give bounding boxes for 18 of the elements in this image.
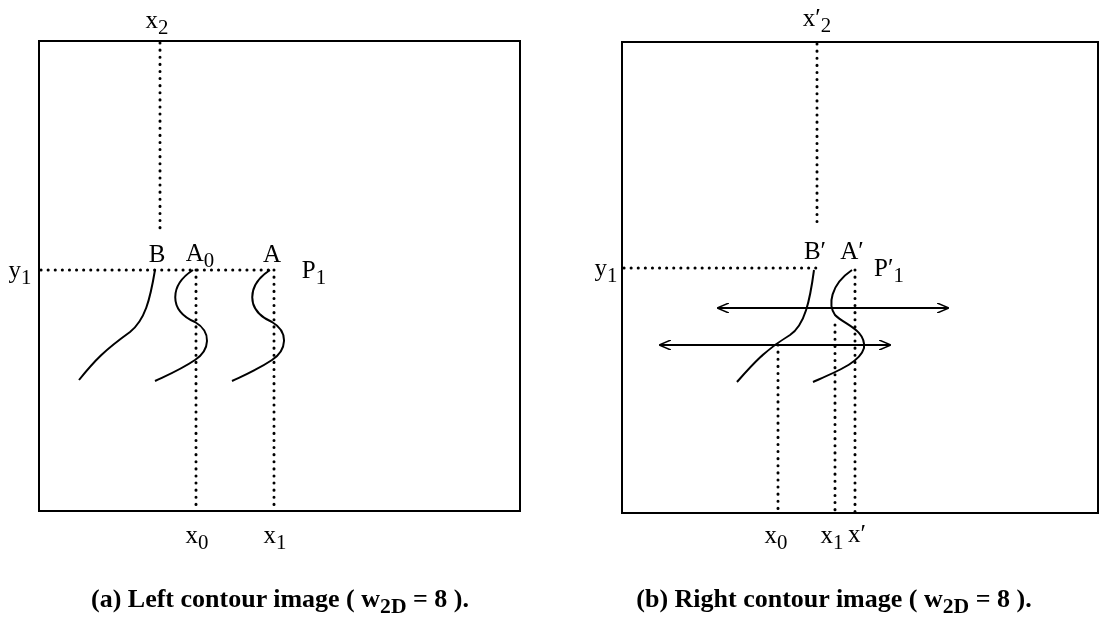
point-label: P′$_{1}$ <box>874 254 904 286</box>
axis-label: x$_{1}$ <box>263 521 287 553</box>
axis-label: x′ <box>848 520 866 546</box>
point-label: B <box>148 240 166 266</box>
axis-label: x$_{1}$ <box>820 521 844 553</box>
point-label: A$_{0}$ <box>185 239 215 271</box>
axis-label: y$_{1}$ <box>8 256 32 288</box>
figure-caption: (a) Left contour image ( w$_{2D}$ = 8 ). <box>91 586 469 618</box>
point-label: B′ <box>803 237 827 263</box>
point-label: P$_{1}$ <box>301 256 327 288</box>
point-label: A′ <box>840 237 864 263</box>
axis-label: x$_{0}$ <box>764 521 788 553</box>
axis-label: x$_{0}$ <box>185 521 209 553</box>
axis-label: y$_{1}$ <box>594 254 618 286</box>
axis-label: x$_{2}$ <box>145 6 169 38</box>
figure-caption: (b) Right contour image ( w$_{2D}$ = 8 ). <box>636 586 1032 618</box>
axis-label: x′$_{2}$ <box>802 4 832 36</box>
point-label: A <box>262 240 282 266</box>
